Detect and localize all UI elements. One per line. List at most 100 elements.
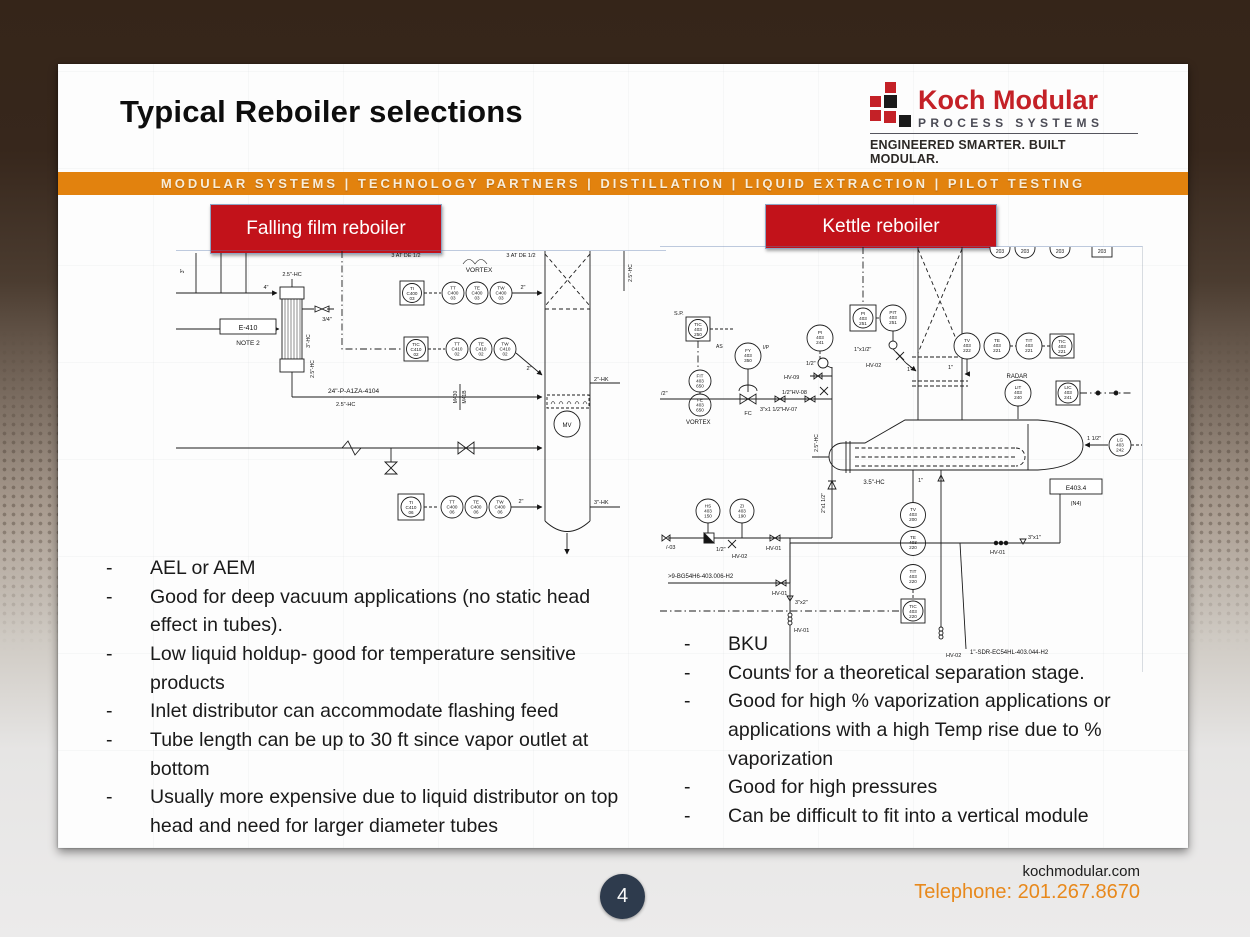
svg-text:2.5"-HC: 2.5"-HC bbox=[628, 264, 634, 282]
list-item: -AEL or AEM bbox=[98, 554, 623, 583]
koch-modular-logo: Koch Modular PROCESS SYSTEMS ENGINEERED … bbox=[870, 82, 1138, 166]
svg-text:203: 203 bbox=[996, 249, 1005, 255]
kettle-reboiler-label: Kettle reboiler bbox=[765, 204, 997, 249]
svg-text:NOTE 2: NOTE 2 bbox=[236, 340, 260, 347]
svg-text:3"-HC: 3"-HC bbox=[306, 334, 312, 348]
svg-text:M430: M430 bbox=[453, 391, 459, 404]
svg-text:2"-HK: 2"-HK bbox=[594, 377, 609, 383]
list-item: - Low liquid holdup- good for temperature… bbox=[98, 640, 623, 697]
bullet-text: Tube length can be up to 30 ft since vap… bbox=[150, 728, 589, 780]
logo-squares-icon bbox=[870, 82, 912, 130]
svg-text:1": 1" bbox=[918, 478, 923, 484]
falling-film-reboiler-label: Falling film reboiler bbox=[210, 204, 442, 254]
bullet-text: Good for high % vaporization application… bbox=[728, 690, 1111, 770]
svg-text:3"-HK: 3"-HK bbox=[594, 500, 609, 506]
bullet-text: Usually more expensive due to liquid dis… bbox=[150, 786, 619, 837]
bullet-dash: - bbox=[684, 776, 691, 799]
svg-text:RADAR: RADAR bbox=[1006, 374, 1028, 380]
page-number: 4 bbox=[616, 885, 629, 907]
bullet-text: Counts for a theoretical separation stag… bbox=[728, 661, 1085, 684]
kettle-piping bbox=[660, 247, 1142, 672]
bullet-text: Good for high pressures bbox=[728, 776, 938, 799]
bullet-dash: - bbox=[684, 804, 691, 827]
svg-text:1"-SDR-EC54HL-403.044-H2: 1"-SDR-EC54HL-403.044-H2 bbox=[970, 650, 1049, 656]
svg-text:1": 1" bbox=[948, 365, 953, 371]
svg-text:1": 1" bbox=[907, 367, 912, 373]
bullet-dash: - bbox=[106, 557, 113, 579]
bullet-dash: - bbox=[684, 690, 691, 713]
svg-text:FC: FC bbox=[744, 411, 751, 417]
list-item: - Good for deep vacuum applications (no s… bbox=[98, 583, 623, 640]
svg-text:1/2"HV-08: 1/2"HV-08 bbox=[782, 390, 807, 396]
svg-text:24"-P-A1ZA-4104: 24"-P-A1ZA-4104 bbox=[328, 388, 379, 395]
svg-text:2"x1 1/2": 2"x1 1/2" bbox=[821, 493, 827, 513]
svg-text:I/P: I/P bbox=[763, 345, 770, 351]
svg-text:1/2": 1/2" bbox=[716, 547, 726, 553]
bullet-dash: - bbox=[106, 728, 113, 751]
svg-text:3"x2": 3"x2" bbox=[795, 600, 808, 606]
svg-text:2": 2" bbox=[526, 366, 531, 372]
logo-tagline: ENGINEERED SMARTER. BUILT MODULAR. bbox=[870, 138, 1066, 166]
list-item: - Good for high % vaporization applicatio… bbox=[676, 687, 1151, 773]
list-item: - Good for high pressures bbox=[676, 773, 1151, 802]
slide: Typical Reboiler selections Koch Modular… bbox=[58, 64, 1188, 848]
bullet-text: Good for deep vacuum applications (no st… bbox=[150, 585, 591, 637]
slide-title: Typical Reboiler selections bbox=[120, 94, 523, 129]
svg-text:HV-01: HV-01 bbox=[990, 550, 1005, 556]
kettle-labels: 203 203 203 203 S.P. AS I/P FC 3"x1 1/2"… bbox=[661, 249, 1106, 659]
svg-text:3"x1": 3"x1" bbox=[1028, 535, 1041, 541]
bullet-dash: - bbox=[106, 585, 113, 608]
svg-text:2.5"-HC: 2.5"-HC bbox=[814, 434, 820, 452]
svg-text:/-03: /-03 bbox=[666, 545, 675, 551]
svg-text:203: 203 bbox=[1021, 249, 1030, 255]
svg-text:1/2": 1/2" bbox=[806, 361, 816, 367]
list-item: -BKU bbox=[676, 630, 1151, 659]
svg-text:2.5"-HC: 2.5"-HC bbox=[310, 360, 316, 378]
list-item: - Tube length can be up to 30 ft since va… bbox=[98, 726, 623, 783]
list-item: -Counts for a theoretical separation sta… bbox=[676, 659, 1151, 688]
logo-name: Koch Modular bbox=[918, 85, 1098, 115]
svg-text:/2": /2" bbox=[661, 391, 668, 397]
svg-text:3": 3" bbox=[180, 269, 186, 274]
falling-film-labels: 3 AT DE 1/2 3 AT DE 1/2 VORTEX 3" 4" 2.5… bbox=[180, 253, 634, 506]
svg-text:4": 4" bbox=[263, 285, 268, 291]
svg-text:HV-09: HV-09 bbox=[784, 375, 799, 381]
svg-text:1 1/2": 1 1/2" bbox=[1087, 436, 1101, 442]
svg-text:HV-02: HV-02 bbox=[732, 554, 747, 560]
bullet-text: Low liquid holdup- good for temperature … bbox=[150, 642, 577, 694]
website-link[interactable]: kochmodular.com bbox=[1022, 863, 1140, 880]
svg-text:3"x1 1/2"HV-07: 3"x1 1/2"HV-07 bbox=[760, 407, 797, 413]
bullet-text: Can be difficult to fit into a vertical … bbox=[728, 804, 1089, 827]
bullet-dash: - bbox=[106, 700, 113, 723]
bullet-dash: - bbox=[106, 786, 113, 809]
svg-text:MV: MV bbox=[563, 423, 572, 429]
svg-text:2": 2" bbox=[518, 499, 523, 505]
svg-text:>9-BG54H6-403.006-H2: >9-BG54H6-403.006-H2 bbox=[668, 574, 734, 580]
bullet-dash: - bbox=[106, 642, 113, 665]
logo-divider bbox=[870, 133, 1138, 134]
bullet-dash: - bbox=[684, 633, 691, 655]
falling-film-bullet-list: -AEL or AEM - Good for deep vacuum applic… bbox=[98, 554, 623, 841]
svg-text:E403.4: E403.4 bbox=[1066, 485, 1087, 492]
